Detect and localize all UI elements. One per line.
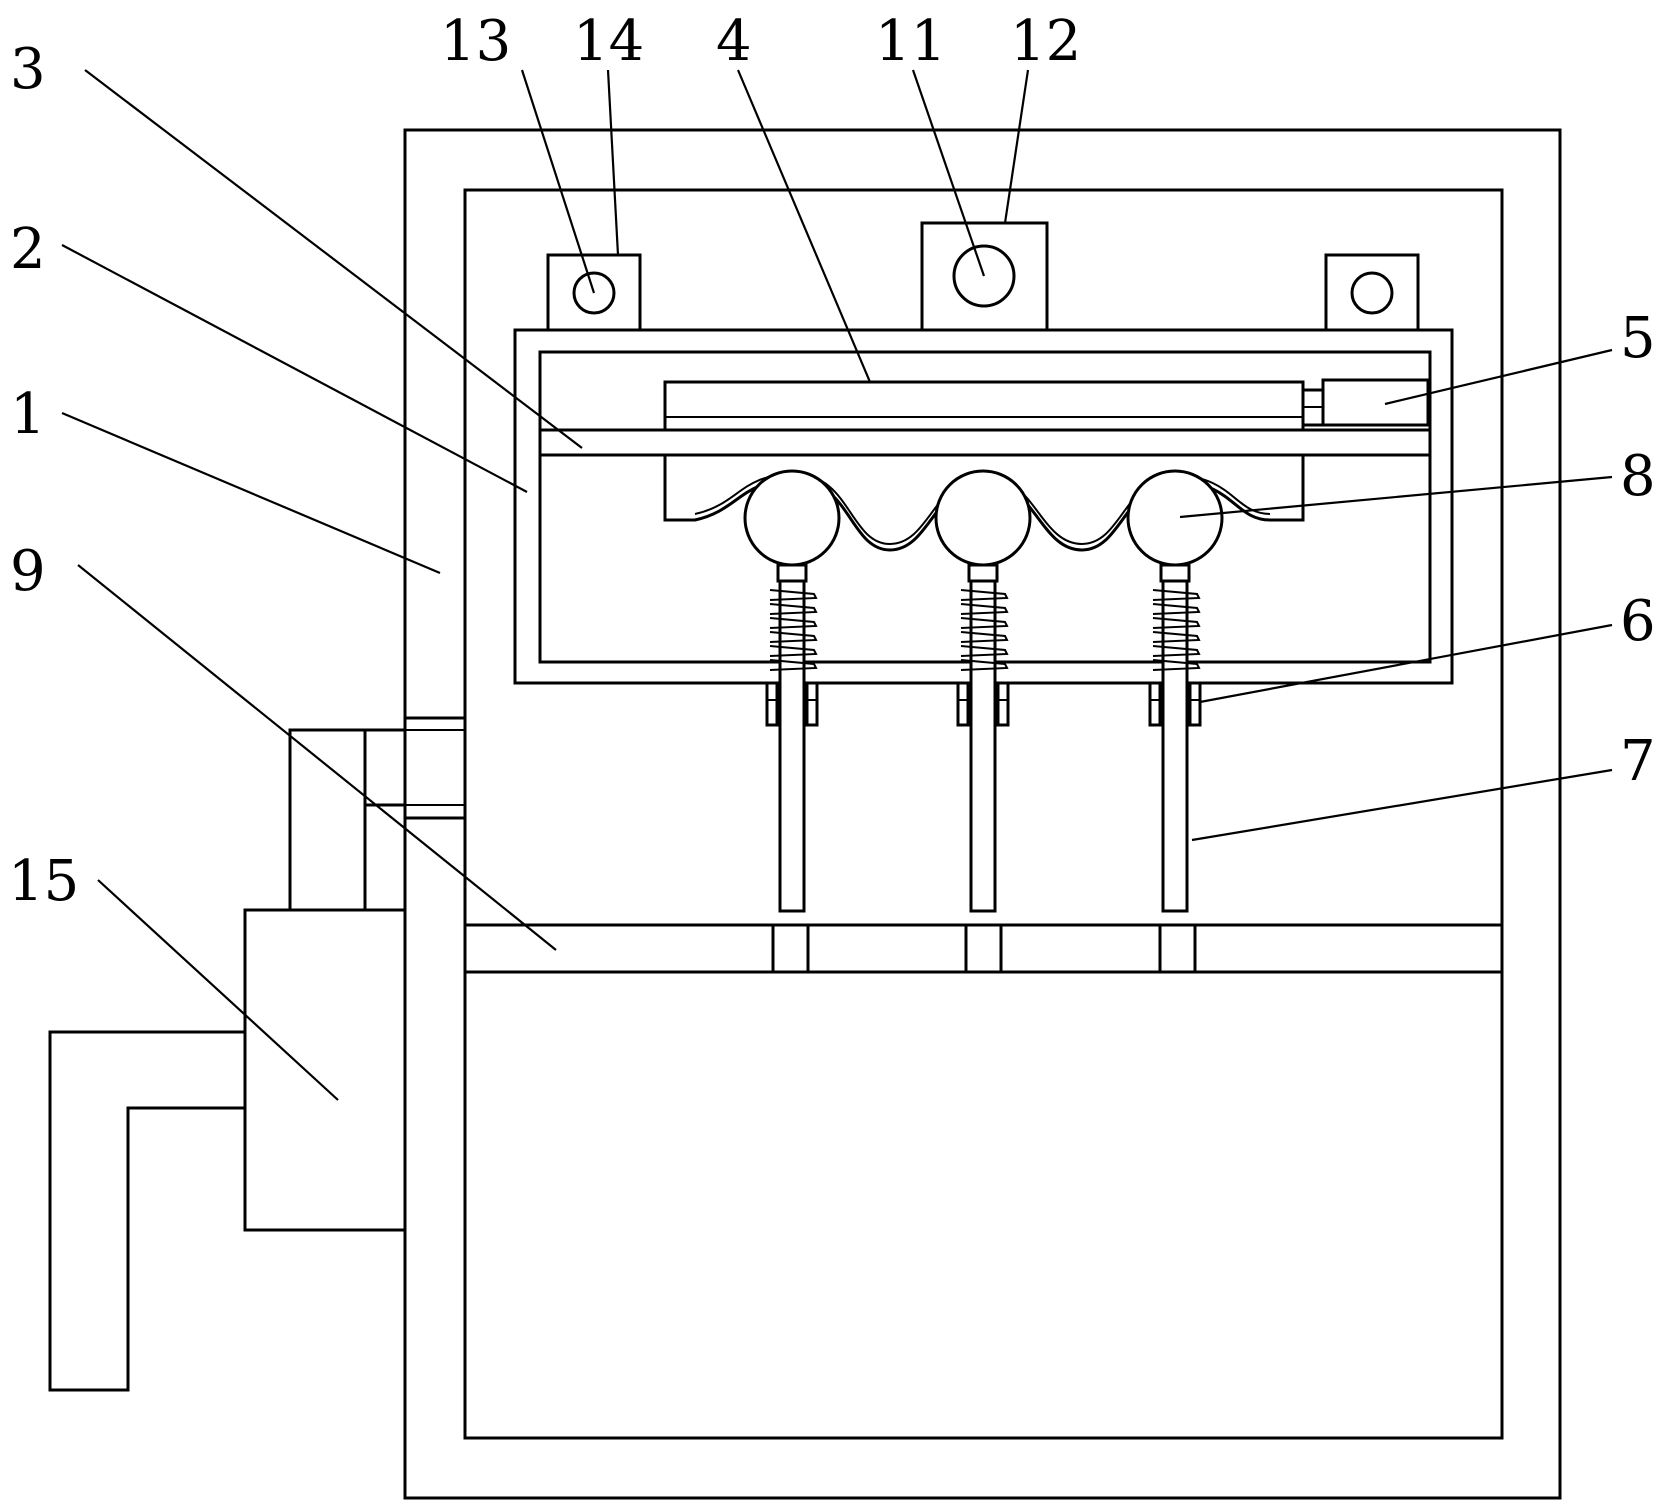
label-15: 15 [8,849,79,914]
label-3: 3 [10,37,46,102]
spring-coil-3-2 [1152,603,1201,615]
spring-coil-1-3 [769,617,818,629]
sleeve-right-1 [805,681,819,727]
label-11: 11 [875,9,946,74]
label-9: 9 [10,539,46,604]
spring-coil-1-5 [769,645,818,657]
ball-2 [934,469,1032,567]
label-1: 1 [10,382,46,447]
top-mounts [546,221,1420,332]
ball-1 [743,469,841,567]
spring-coil-3-5 [1152,645,1201,657]
sleeve-left-1 [765,681,779,727]
spring-coil-2-2 [960,603,1009,615]
slider-block [663,378,1430,432]
label-8: 8 [1620,444,1656,509]
label-6: 6 [1620,589,1656,654]
plunger-group [743,469,1224,913]
spring-coil-3-3 [1152,617,1201,629]
sleeve-right-3 [1188,681,1202,727]
ball-3 [1126,469,1224,567]
spring-coil-1-4 [769,631,818,643]
label-7: 7 [1620,729,1656,794]
neck-2 [967,563,999,583]
neck-3 [1159,563,1191,583]
spring-coil-3-4 [1152,631,1201,643]
sleeve-left-2 [956,681,970,727]
spring-coil-2-5 [960,645,1009,657]
spring-coil-3-6 [1152,659,1201,671]
spring-coil-2-6 [960,659,1009,671]
spring-coil-3-1 [1152,589,1201,601]
label-2: 2 [10,217,46,282]
sleeve-right-2 [996,681,1010,727]
label-13: 13 [440,9,511,74]
leader-lines [61,69,1613,1101]
neck-1 [776,563,808,583]
label-14: 14 [573,9,644,74]
support-plate [465,923,1502,974]
spring-coil-1-6 [769,659,818,671]
label-12: 12 [1010,9,1081,74]
spring-coil-2-1 [960,589,1009,601]
spring-coil-1-1 [769,589,818,601]
reference-numerals: 3 2 1 9 15 13 14 4 11 12 5 8 6 7 [8,9,1656,914]
sleeve-left-3 [1148,681,1162,727]
spring-coil-2-4 [960,631,1009,643]
spring-coil-2-3 [960,617,1009,629]
label-4: 4 [716,9,752,74]
side-unit [48,716,467,1392]
spring-coil-1-2 [769,603,818,615]
label-5: 5 [1620,306,1656,371]
